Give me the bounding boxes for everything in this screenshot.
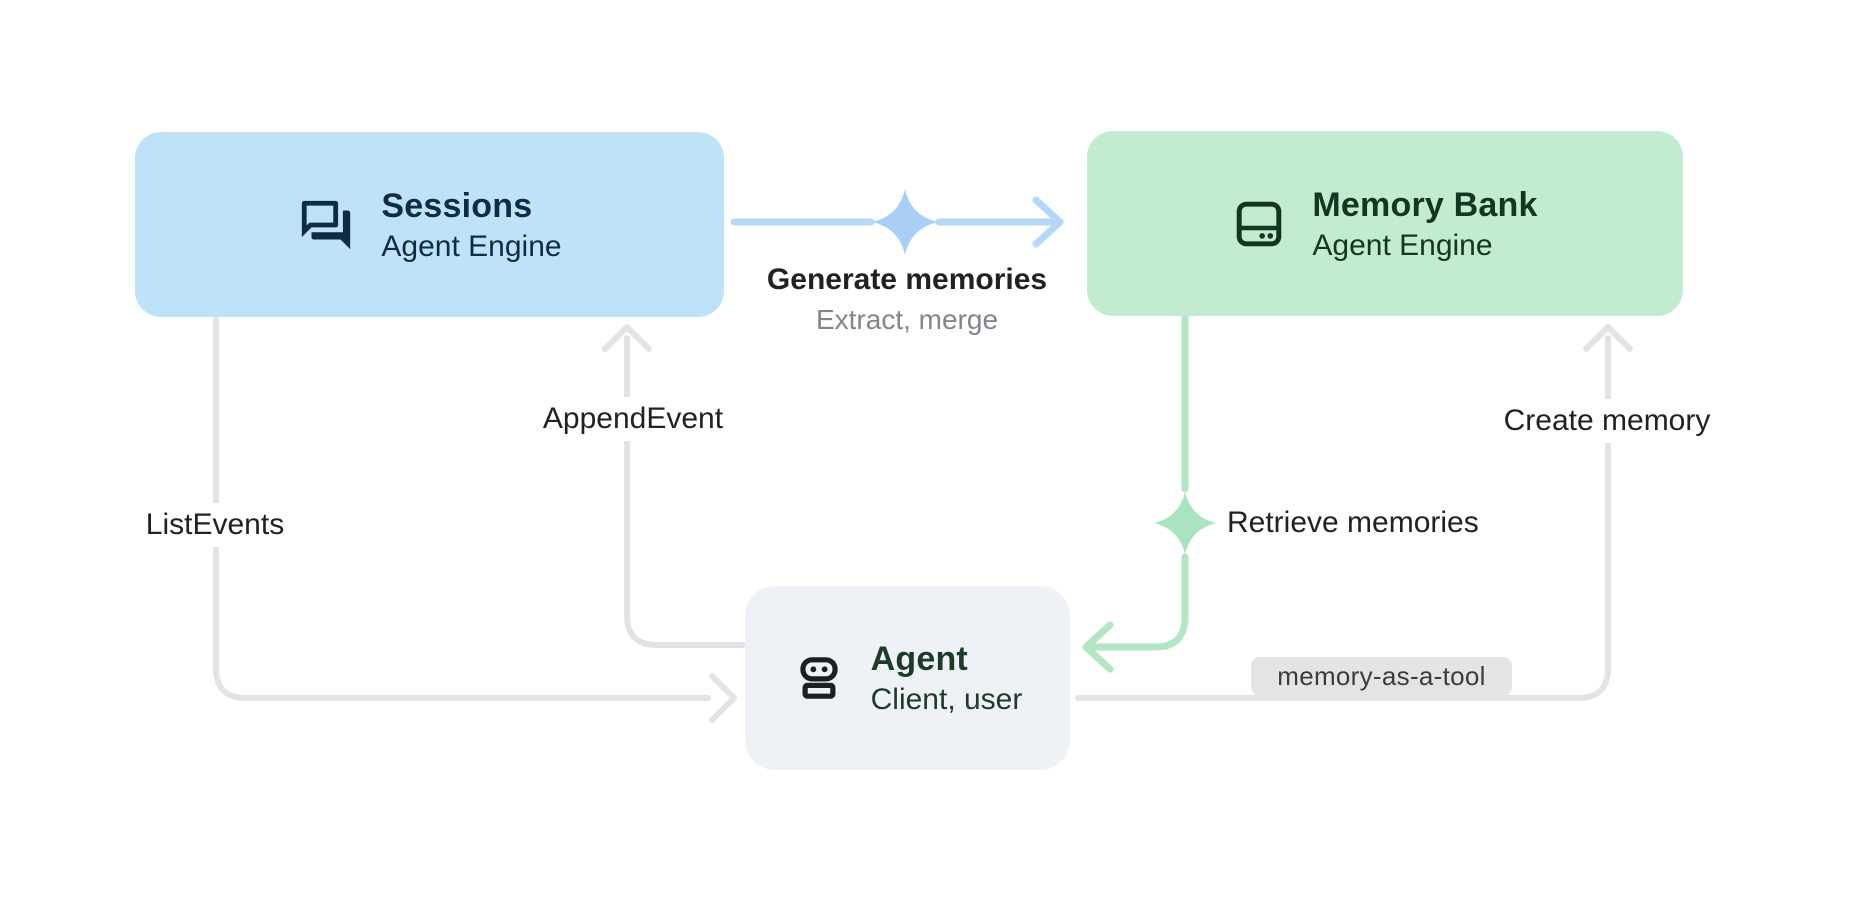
- green-sparkle-icon: [1154, 492, 1216, 554]
- list-events-label: ListEvents: [133, 503, 297, 547]
- retrieve-memories-label: Retrieve memories: [1227, 506, 1479, 539]
- chat-forum-icon: [297, 196, 355, 254]
- blue-sparkle-icon: [872, 189, 938, 255]
- generate-memories-label-sub: Extract, merge: [815, 304, 999, 335]
- generate-memories-label: Generate memories Extract, merge: [767, 260, 1047, 340]
- generate-memories-label-main: Generate memories: [766, 263, 1048, 296]
- create-memory-arrow: [1075, 324, 1633, 701]
- memory-bank-subtitle: Agent Engine: [1312, 228, 1493, 262]
- list-events-arrow: [213, 314, 737, 723]
- memory-bank-node: Memory Bank Agent Engine: [1087, 131, 1683, 316]
- agent-node: Agent Client, user: [745, 586, 1070, 770]
- sessions-node: Sessions Agent Engine: [135, 132, 724, 317]
- generate-memories-arrow: [730, 196, 1064, 248]
- retrieve-memories-arrow: [1082, 312, 1189, 673]
- append-event-arrow: [602, 324, 746, 648]
- robot-icon: [793, 652, 845, 704]
- memory-as-a-tool-badge: memory-as-a-tool: [1251, 657, 1512, 696]
- agent-subtitle: Client, user: [870, 683, 1023, 716]
- append-event-label: AppendEvent: [530, 397, 736, 441]
- sessions-subtitle: Agent Engine: [381, 229, 562, 263]
- agent-title: Agent: [870, 640, 968, 678]
- sessions-title: Sessions: [381, 186, 533, 225]
- memory-bank-title: Memory Bank: [1312, 185, 1538, 224]
- storage-icon: [1232, 197, 1286, 251]
- create-memory-label: Create memory: [1491, 399, 1723, 443]
